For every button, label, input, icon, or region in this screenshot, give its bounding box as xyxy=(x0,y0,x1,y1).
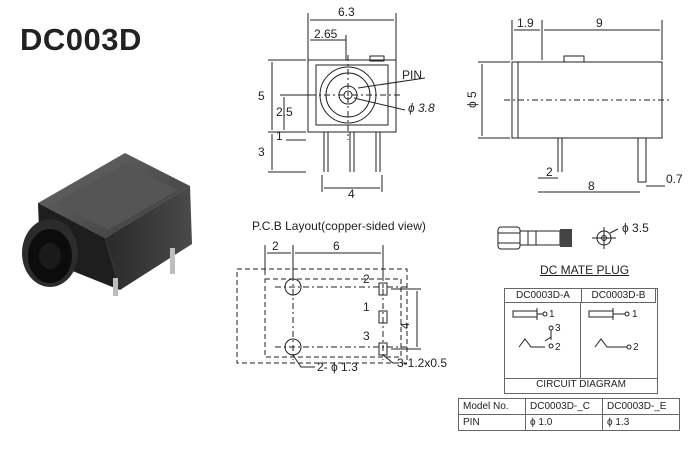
circuit-b-pin: 2 xyxy=(633,342,639,353)
plug-dim: ϕ 3.5 xyxy=(622,221,649,235)
pcb-dim-height: 4 xyxy=(398,322,412,329)
model-table: Model No. DC0003D-_C DC0003D-_E PIN ϕ 1.… xyxy=(458,398,680,431)
circuit-col-a: DC0003D-A xyxy=(504,288,582,303)
table-header-row: Model No. DC0003D-_C DC0003D-_E xyxy=(458,398,680,415)
pcb-layout-drawing: 2 6 4 2 1 3 2- ϕ 1.3 3-1.2x0.5 xyxy=(236,239,447,374)
pcb-dim-left: 2 xyxy=(272,239,279,253)
dim-body: 9 xyxy=(596,16,603,30)
mate-plug-drawing: ϕ 3.5 xyxy=(497,221,649,250)
circuit-a-pin: 2 xyxy=(555,342,561,353)
product-illustration xyxy=(22,153,192,296)
table-row: PIN ϕ 1.0 ϕ 1.3 xyxy=(458,414,680,431)
dim-left-height: 5 xyxy=(258,89,265,103)
circuit-a-pin: 3 xyxy=(555,323,561,334)
dim-top-offset: 2.65 xyxy=(314,27,338,41)
pcb-dim-spacing: 6 xyxy=(333,239,340,253)
dim-pin-length: 3 xyxy=(258,145,265,159)
table-cell: ϕ 1.3 xyxy=(602,414,680,431)
dim-diameter: ϕ 5 xyxy=(465,91,479,108)
table-header: Model No. xyxy=(458,398,526,415)
table-cell: ϕ 1.0 xyxy=(525,414,603,431)
side-view-drawing: 1.9 9 ϕ 5 2 8 0.7 xyxy=(465,16,683,193)
dim-front: 1.9 xyxy=(517,16,534,30)
dim-top-width: 6.3 xyxy=(338,5,355,19)
dim-pin-width: 0.7 xyxy=(666,172,683,186)
circuit-diagram-box: DC0003D-A DC0003D-B 1 3 2 1 2 xyxy=(504,288,658,394)
dim-pin-offset: 2 xyxy=(546,165,553,179)
slot-callout: 3-1.2x0.5 xyxy=(397,356,447,370)
circuit-a-pin: 1 xyxy=(549,309,555,320)
dim-left-mid: 2.5 xyxy=(276,105,293,119)
pcb-heading: P.C.B Layout(copper-sided view) xyxy=(252,219,426,233)
circuit-b-pin: 1 xyxy=(632,309,638,320)
pcb-pin-label: 1 xyxy=(363,300,370,314)
table-header: DC0003D-_E xyxy=(602,398,680,415)
dim-bottom-span: 4 xyxy=(348,187,355,200)
dim-hole: ϕ 3.8 xyxy=(408,101,435,115)
pcb-pin-label: 3 xyxy=(363,329,370,343)
dim-left-small: 1 xyxy=(276,129,283,143)
table-header: DC0003D-_C xyxy=(525,398,603,415)
pin-label: PIN xyxy=(402,68,422,82)
circuit-col-b: DC0003D-B xyxy=(581,288,656,303)
circuit-caption: CIRCUIT DIAGRAM xyxy=(536,379,626,390)
table-cell: PIN xyxy=(458,414,526,431)
hole-callout: 2- ϕ 1.3 xyxy=(317,360,358,374)
circuit-symbols: 1 3 2 1 2 xyxy=(512,308,639,353)
front-view-drawing: 6.3 2.65 PIN ϕ 3.8 5 2.5 1 3 4 xyxy=(258,5,435,200)
dim-pin-span: 8 xyxy=(588,179,595,193)
mate-plug-caption: DC MATE PLUG xyxy=(540,263,630,277)
pcb-pin-label: 2 xyxy=(363,272,370,286)
model-title: DC003D xyxy=(20,22,142,57)
